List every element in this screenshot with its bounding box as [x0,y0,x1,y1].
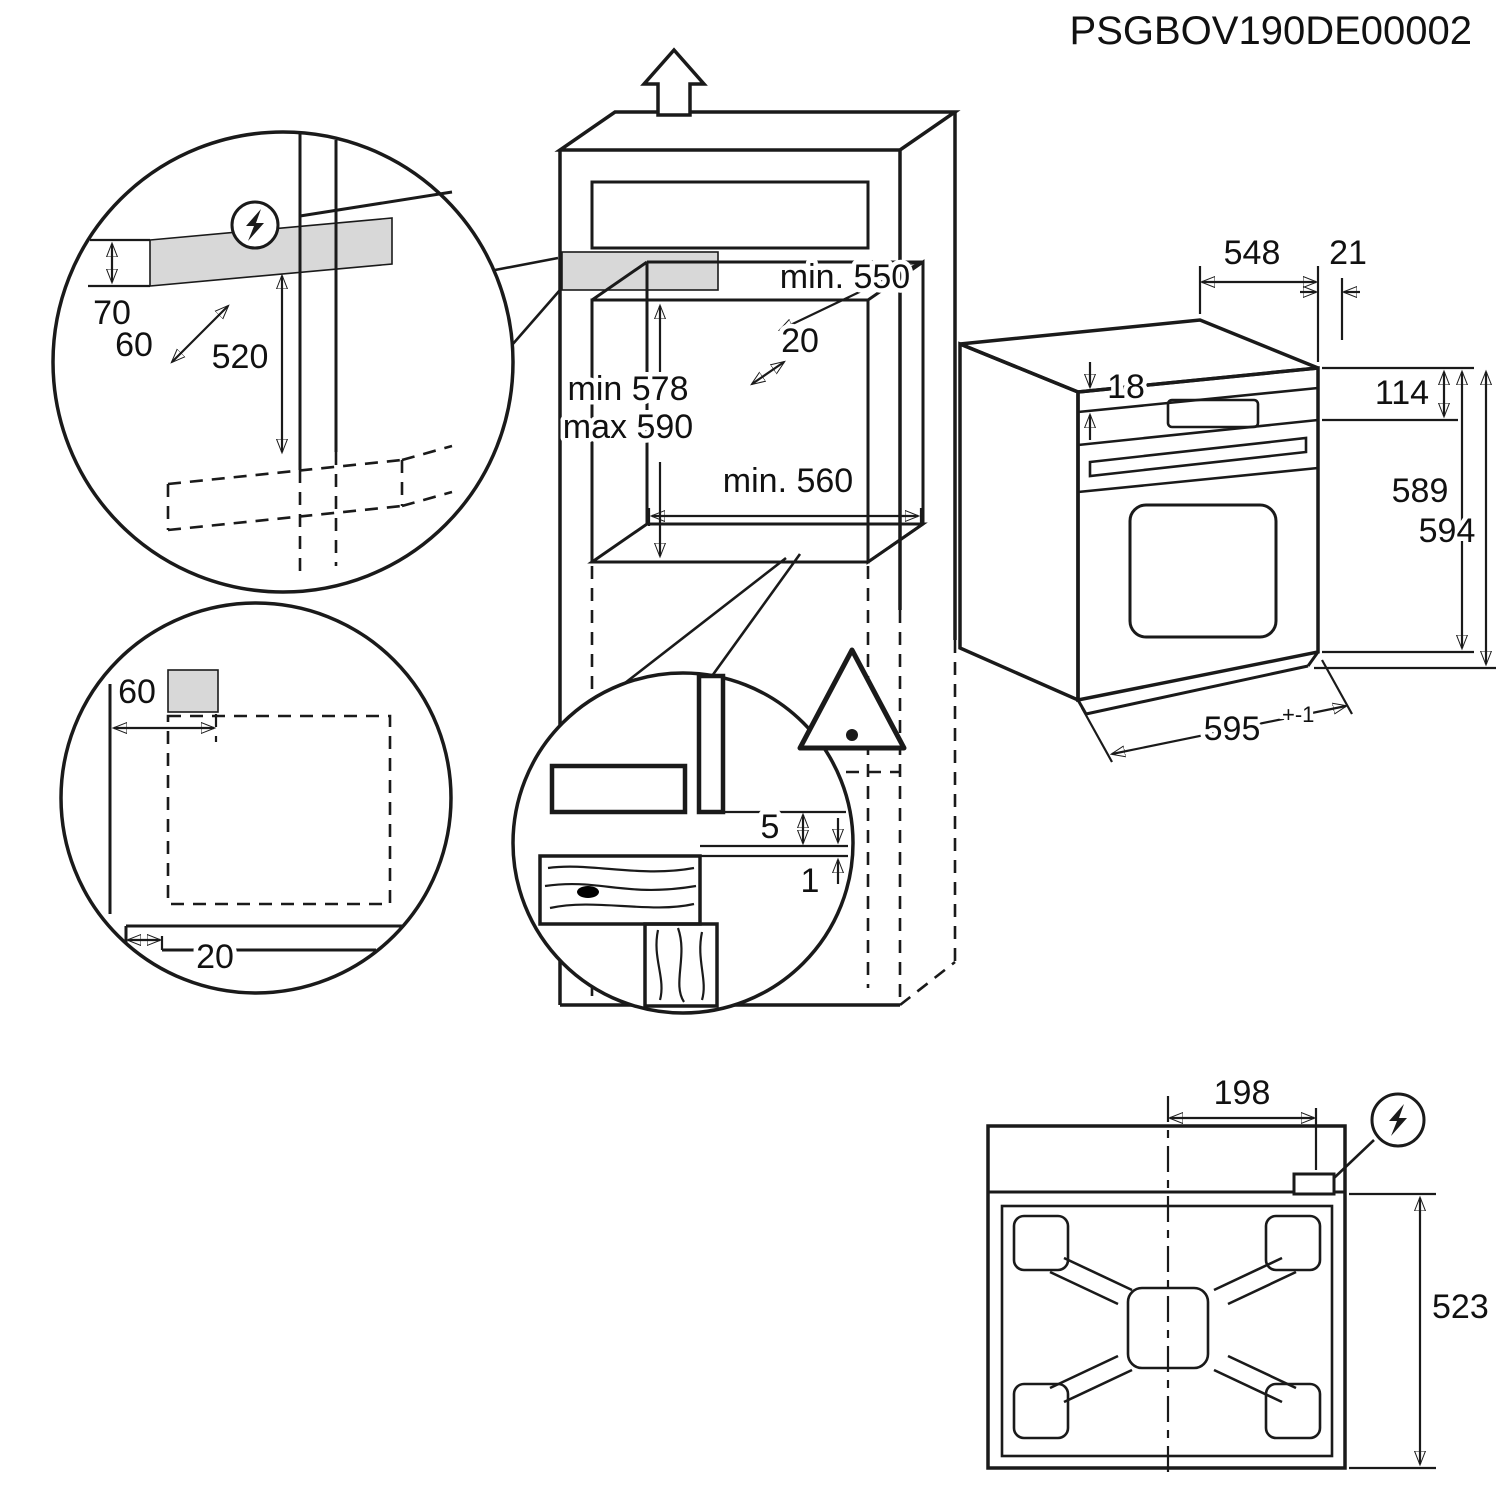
dim-18: 18 [1107,368,1145,406]
dim-70: 70 [93,294,131,332]
dim-min-560: min. 560 [723,462,853,500]
dim-21: 21 [1329,234,1367,272]
dim-589: 589 [1392,472,1449,510]
terminal-box [1292,1172,1336,1196]
electrical-zone-highlight [561,251,719,291]
warning-icon [797,647,907,751]
dim-60-electrical: 60 [115,326,153,364]
wood-board-vertical [643,922,719,1008]
oven-door-window [1128,503,1278,639]
detail-circle-electrical: 70 60 520 [51,130,515,594]
dim-520: 520 [212,338,269,376]
dim-548: 548 [1224,234,1281,272]
wood-board-horizontal [538,854,702,926]
up-arrow-icon [640,47,708,117]
dim-198: 198 [1214,1074,1271,1112]
lightning-icon [1370,1092,1426,1148]
dim-60-side: 60 [118,673,156,711]
dim-595-tolerance: +-1 [1282,702,1314,727]
dim-1: 1 [801,862,820,900]
oven-back-view: 198 523 [986,1070,1493,1474]
back-panel-embossing [1012,1214,1322,1440]
dim-min-550: min. 550 [780,258,910,296]
dim-114: 114 [1375,374,1429,412]
lightning-icon [230,200,280,250]
dim-max-590: max 590 [563,408,693,446]
oven-isometric-view: 548 21 18 114 589 594 595 +-1 [958,230,1496,763]
connection-box-highlight [167,669,219,713]
product-code: PSGBOV190DE00002 [1070,9,1472,53]
dim-20-side: 20 [196,938,234,976]
leader-electrical-detail [494,256,561,346]
dim-min-578: min 578 [568,370,689,408]
dim-523: 523 [1432,1288,1489,1326]
detail-circle-ventilation-gap: 5 1 [511,671,855,1015]
detail-circle-side-view: 60 20 [59,601,453,995]
oven-handle [1088,436,1308,478]
dim-20-main: 20 [781,322,819,360]
dim-594: 594 [1419,512,1476,550]
dim-5: 5 [761,808,780,846]
electrical-zone-highlight-detail [149,217,393,287]
dim-595: 595 [1204,710,1261,748]
leader-gap-detail [624,553,802,685]
